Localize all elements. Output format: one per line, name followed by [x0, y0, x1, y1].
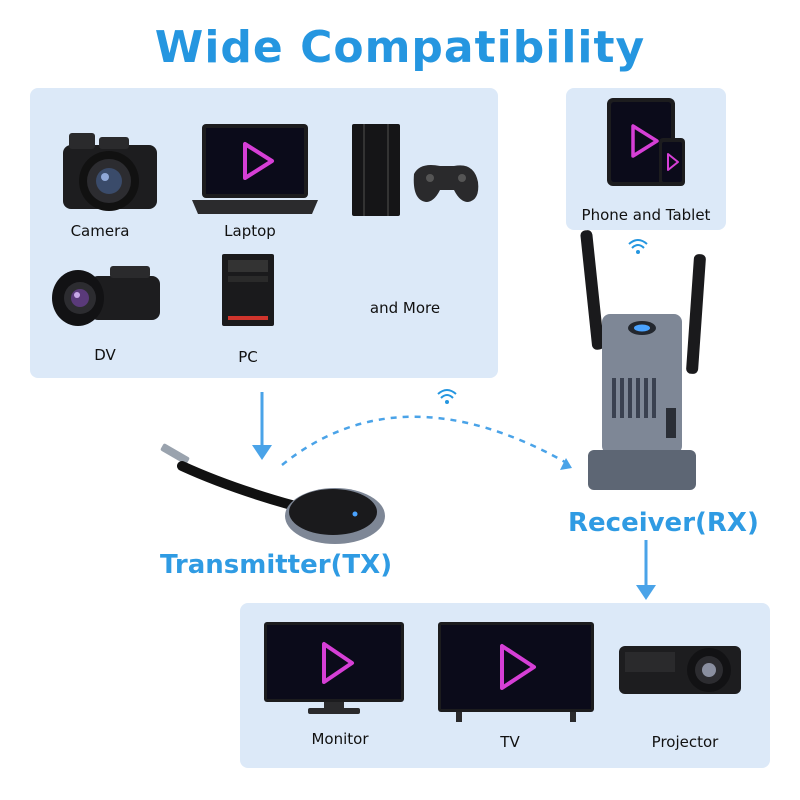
monitor-icon: [262, 620, 406, 716]
camcorder-icon: [50, 262, 165, 332]
and-more-label: and More: [369, 299, 441, 317]
game-console-icon: [350, 122, 480, 218]
pc-label: PC: [238, 348, 258, 366]
laptop-icon: [190, 122, 320, 218]
laptop-label: Laptop: [224, 222, 276, 240]
wifi-icon: [627, 238, 649, 256]
arrow-head-icon: [560, 458, 572, 470]
projector-label: Projector: [651, 733, 719, 751]
camera-label: Camera: [70, 222, 130, 240]
wifi-icon: [436, 388, 458, 406]
camera-icon: [55, 125, 165, 220]
tv-label: TV: [500, 733, 520, 751]
receiver-label: Receiver(RX): [568, 508, 759, 538]
transmitter-label: Transmitter(TX): [160, 550, 393, 580]
wireless-link-arc: [281, 415, 566, 466]
arrow-down-icon: [252, 445, 272, 460]
tablet-phone-icon: [605, 96, 687, 188]
phone-tablet-label: Phone and Tablet: [581, 206, 711, 224]
receiver-device-icon: [572, 228, 712, 500]
monitor-label: Monitor: [311, 730, 369, 748]
pc-tower-icon: [218, 252, 278, 328]
dv-label: DV: [94, 346, 116, 364]
page-title: Wide Compatibility: [154, 22, 646, 73]
projector-icon: [615, 632, 745, 702]
transmitter-dongle-icon: [150, 438, 390, 548]
arrow-down-icon: [636, 585, 656, 600]
tv-icon: [436, 620, 596, 724]
